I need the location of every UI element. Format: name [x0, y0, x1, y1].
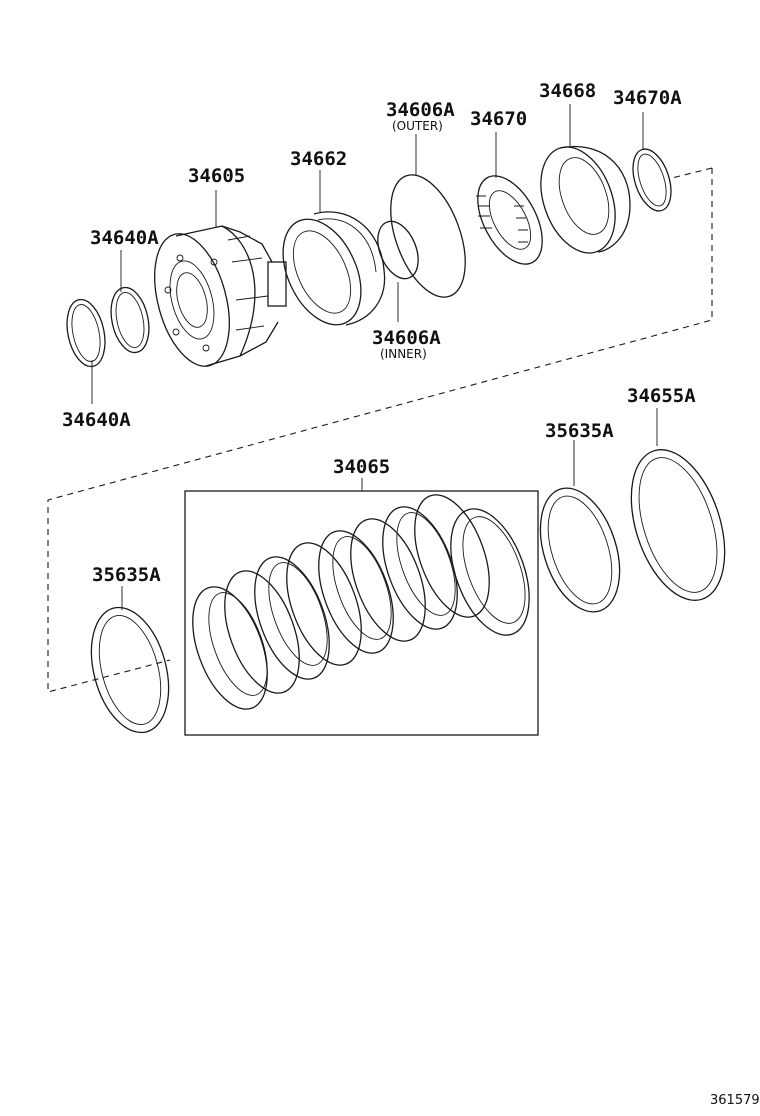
figure-number: 361579	[710, 1093, 760, 1108]
clutch-drum-34662	[282, 211, 386, 326]
label-34640A-lower: 34640A	[62, 409, 131, 431]
o-ring-34606A-inner	[377, 220, 419, 280]
label-34606A-outer: 34606A	[386, 99, 455, 121]
snap-ring-34640A-left	[66, 298, 106, 368]
flange-plate-35635A-left	[90, 606, 170, 734]
label-34670A: 34670A	[613, 87, 682, 109]
label-34640A-upper: 34640A	[90, 227, 159, 249]
label-34662: 34662	[290, 148, 348, 170]
label-34065: 34065	[333, 456, 391, 478]
note-outer: (OUTER)	[392, 119, 443, 133]
note-inner: (INNER)	[380, 347, 427, 361]
o-ring-34606A-outer	[390, 174, 466, 298]
label-34670: 34670	[470, 108, 528, 130]
label-34605: 34605	[188, 165, 246, 187]
spring-retainer-34670	[476, 175, 543, 265]
snap-ring-34640A-right	[110, 286, 150, 354]
flange-plate-35635A-right	[539, 487, 621, 613]
planetary-carrier-34605	[154, 225, 287, 367]
label-34606A-inner: 34606A	[372, 327, 441, 349]
snap-ring-34670A	[632, 148, 672, 212]
assembly-dashed-outline	[47, 167, 713, 693]
label-34668: 34668	[539, 80, 597, 102]
piston-34668	[540, 145, 631, 254]
label-35635A-left: 35635A	[92, 564, 161, 586]
snap-ring-34655A	[630, 449, 726, 601]
label-34655A: 34655A	[627, 385, 696, 407]
leader-lines	[91, 104, 658, 610]
clutch-pack-34065	[184, 490, 539, 736]
label-35635A-right: 35635A	[545, 420, 614, 442]
